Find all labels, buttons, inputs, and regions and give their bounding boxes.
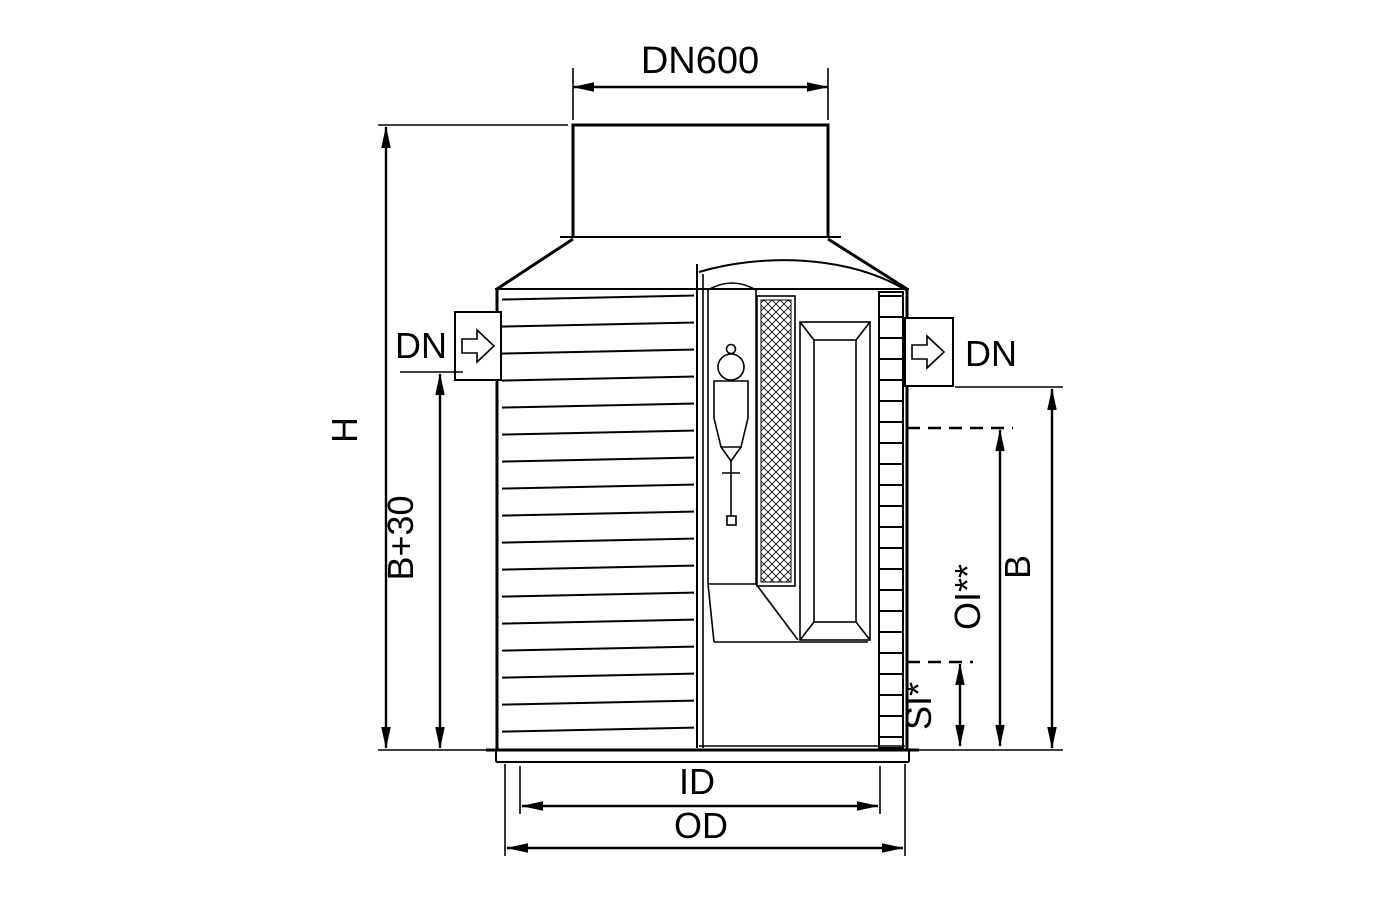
od-label: OD <box>674 805 728 846</box>
dim-b-plus-30: B+30 <box>380 371 463 749</box>
float-funnel-right <box>730 446 742 462</box>
dim-b: B <box>919 386 1063 751</box>
oi-label: OI** <box>947 564 988 630</box>
float-bell <box>713 380 749 448</box>
chute-slope-right <box>755 583 799 641</box>
shoulder-right <box>827 237 908 291</box>
dim-h: H <box>324 124 568 751</box>
float-ball <box>717 353 745 381</box>
dimensions: DN600 H B+30 B OI** <box>324 40 1063 856</box>
outlet-port: DN <box>904 317 1017 387</box>
dim-id: ID <box>519 761 881 814</box>
weir-inner <box>813 339 857 623</box>
dim-oi: OI** <box>907 426 1013 747</box>
float-rod-hook <box>726 515 737 526</box>
dn600-label: DN600 <box>641 40 759 82</box>
chute-slope-left <box>707 583 715 643</box>
coalescer-mesh <box>760 299 792 583</box>
weir-miter-br <box>855 621 871 641</box>
outlet-weir-box <box>799 321 871 641</box>
weir-outer <box>799 321 871 641</box>
dim-si: SI* <box>898 660 973 747</box>
corrugation-ribs <box>502 294 694 746</box>
interior-section <box>696 259 907 748</box>
bottom-chute <box>699 583 905 747</box>
weir-miter-tr <box>855 321 871 341</box>
si-label: SI* <box>898 682 939 730</box>
float-knob <box>725 343 737 355</box>
weir-miter-tl <box>799 321 815 341</box>
id-label: ID <box>679 761 715 802</box>
inlet-port: DN <box>395 311 502 381</box>
wall-corrugation-strip <box>878 291 904 749</box>
shoulder-left <box>496 237 574 291</box>
weir-miter-bl <box>799 621 815 641</box>
float-valve <box>713 343 749 526</box>
inlet-dn-label: DN <box>395 325 447 366</box>
outlet-dn-label: DN <box>965 333 1017 374</box>
inner-dome-curve <box>698 259 907 291</box>
h-label: H <box>324 417 365 443</box>
b30-label: B+30 <box>380 495 421 580</box>
outlet-flow-arrow-icon <box>911 334 946 370</box>
b-label: B <box>997 555 1038 579</box>
dim-dn600: DN600 <box>572 40 829 120</box>
channel-cap <box>707 282 757 291</box>
dim-od: OD <box>504 764 906 856</box>
inlet-flow-arrow-icon <box>461 328 496 364</box>
corrugated-shell <box>502 291 904 749</box>
coalescer-filter <box>756 295 796 587</box>
riser-neck <box>571 123 830 237</box>
float-funnel-left <box>720 446 732 462</box>
